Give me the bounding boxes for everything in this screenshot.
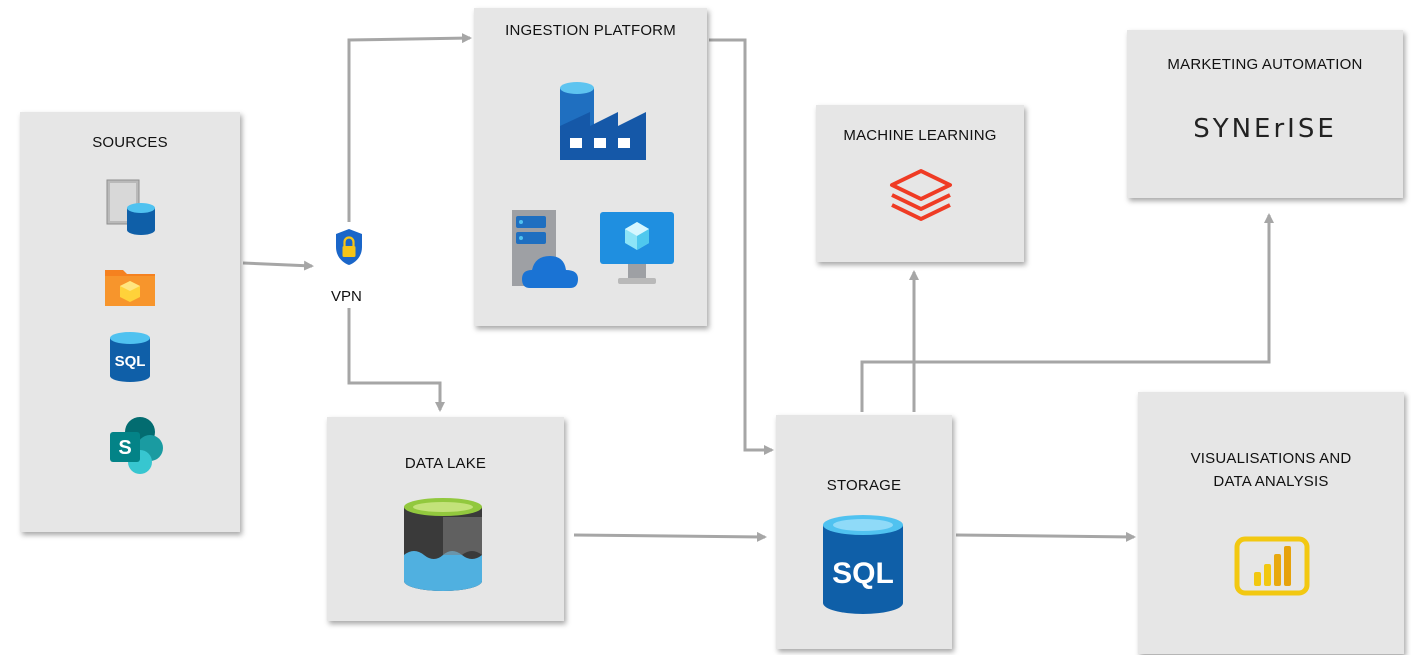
ingestion-platform-node: INGESTION PLATFORM — [474, 8, 707, 326]
power-bi-icon — [1234, 536, 1310, 596]
visualisations-node: VISUALISATIONS AND DATA ANALYSIS — [1138, 392, 1404, 654]
edge-ingestion-storage — [709, 38, 774, 455]
storage-title: STORAGE — [826, 477, 902, 494]
edge-sources-vpn — [242, 260, 314, 271]
sources-title: SOURCES — [92, 134, 168, 151]
sharepoint-icon: S — [110, 417, 163, 474]
edge-storage-visualisations — [955, 531, 1136, 542]
edge-vpn-ingestion — [347, 33, 472, 222]
storage-node: STORAGE SQL — [776, 415, 952, 649]
machine-learning-title: MACHINE LEARNING — [843, 127, 997, 144]
edge-datalake-storage — [573, 531, 767, 542]
vpn-label: VPN — [331, 288, 362, 305]
sql-storage-icon: SQL — [823, 515, 903, 614]
marketing-automation-title: MARKETING AUTOMATION — [1167, 56, 1363, 73]
virtual-machine-icon — [600, 212, 674, 284]
visualisations-title-line2: DATA ANALYSIS — [1213, 473, 1329, 490]
data-factory-icon — [560, 82, 646, 160]
data-lake-title: DATA LAKE — [404, 455, 487, 472]
machine-learning-node: MACHINE LEARNING — [816, 105, 1024, 262]
folder-package-icon — [105, 270, 155, 306]
storage-sql-text: SQL — [832, 557, 894, 590]
sources-node: SOURCES SQL S — [20, 112, 240, 532]
ingestion-platform-title: INGESTION PLATFORM — [505, 22, 676, 39]
sql-database-icon: SQL — [110, 332, 150, 382]
sharepoint-icon-text: S — [118, 437, 131, 459]
data-lake-node: DATA LAKE — [327, 417, 564, 621]
visualisations-title-line1: VISUALISATIONS AND — [1190, 450, 1352, 467]
database-server-icon — [106, 179, 155, 235]
data-lake-storage-icon — [404, 498, 482, 591]
vpn-shield-lock-icon — [336, 229, 362, 265]
synerise-logo: SYNErISE — [1193, 114, 1337, 144]
edge-storage-marketing — [860, 213, 1274, 412]
edge-vpn-datalake — [347, 308, 445, 412]
sql-icon-text: SQL — [115, 353, 146, 370]
marketing-automation-node: MARKETING AUTOMATION SYNErISE — [1127, 30, 1403, 198]
databricks-icon — [890, 169, 952, 221]
cloud-server-icon — [512, 210, 578, 288]
